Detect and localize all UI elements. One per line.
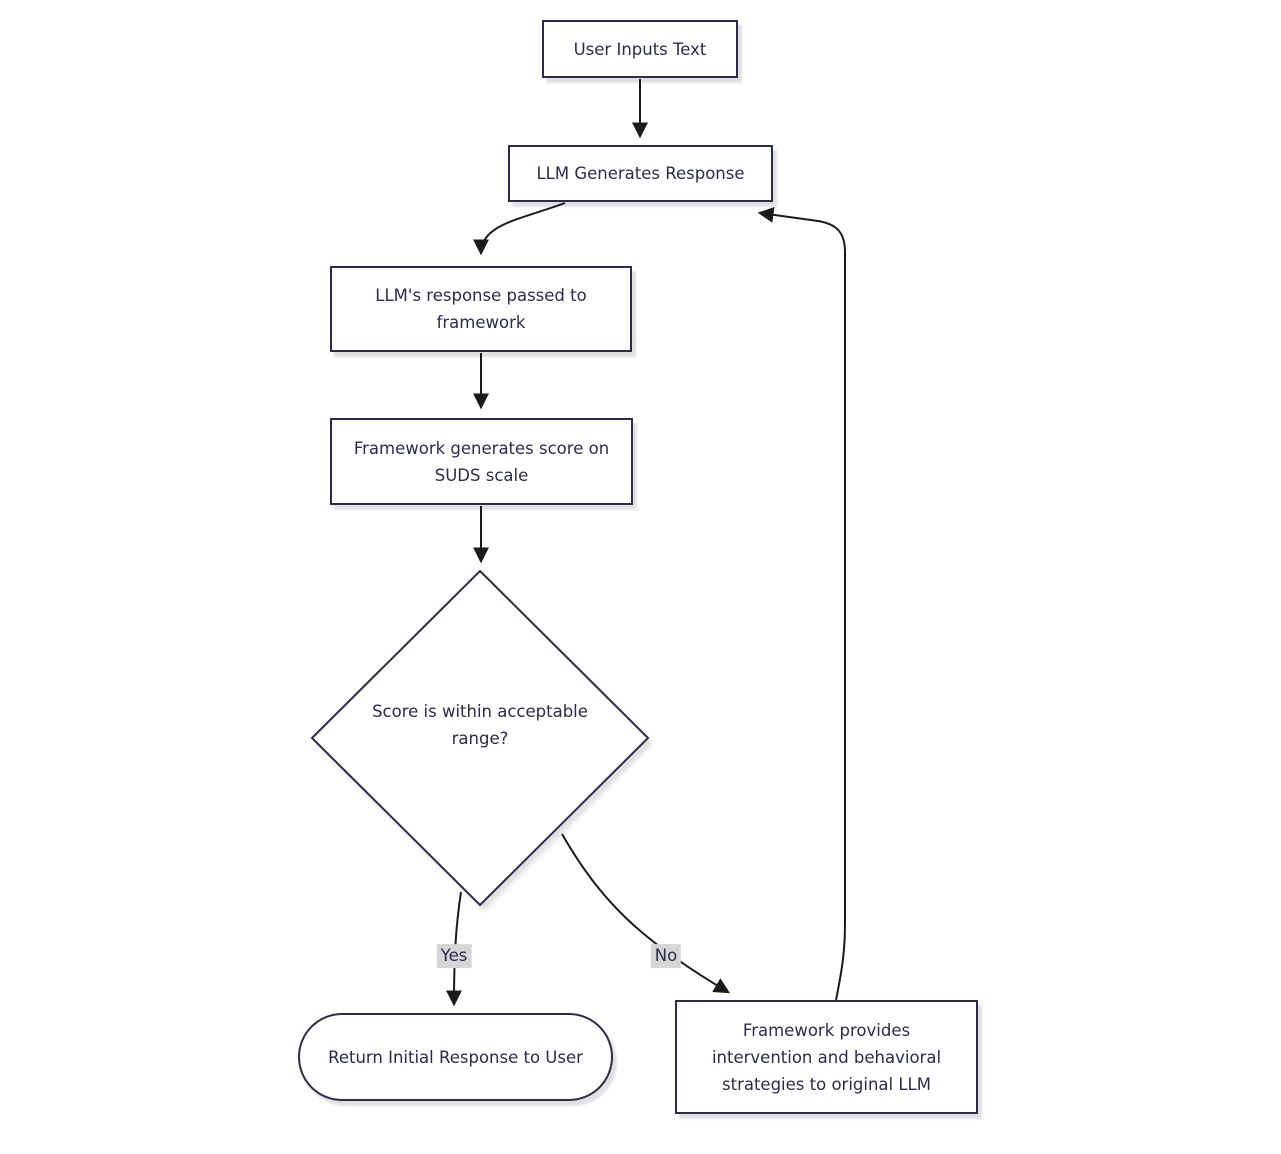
edge-llm-generates-to-passed-framework bbox=[473, 202, 566, 256]
node-return-initial-response: Return Initial Response to User bbox=[298, 1013, 613, 1101]
node-llm-generates-response: LLM Generates Response bbox=[508, 145, 773, 202]
decision-diamond-shape bbox=[310, 569, 650, 907]
node-framework-provides-intervention: Framework provides intervention and beha… bbox=[675, 1000, 978, 1114]
node-framework-generates-score-label: Framework generates score on SUDS scale bbox=[353, 438, 610, 485]
edge-decision-no-to-framework-intervention bbox=[561, 833, 731, 994]
node-response-passed-to-framework-label: LLM's response passed to framework bbox=[375, 286, 587, 332]
decision-diamond-label: Score is within acceptable range? bbox=[372, 702, 588, 748]
node-framework-provides-intervention-label: Framework provides intervention and beha… bbox=[711, 1020, 942, 1094]
edge-label-yes: Yes bbox=[436, 944, 472, 968]
edge-decision-yes-to-return-response bbox=[446, 891, 463, 1007]
node-llm-generates-response-label: LLM Generates Response bbox=[536, 164, 745, 183]
node-framework-generates-score: Framework generates score on SUDS scale bbox=[330, 418, 633, 505]
node-user-input-label: User Inputs Text bbox=[573, 39, 707, 59]
edge-framework-intervention-to-llm-generates bbox=[757, 206, 846, 1001]
node-return-initial-response-label: Return Initial Response to User bbox=[328, 1047, 583, 1067]
node-response-passed-to-framework: LLM's response passed to framework bbox=[330, 266, 632, 352]
node-user-input: User Inputs Text bbox=[542, 20, 738, 78]
edge-label-no: No bbox=[650, 944, 682, 968]
